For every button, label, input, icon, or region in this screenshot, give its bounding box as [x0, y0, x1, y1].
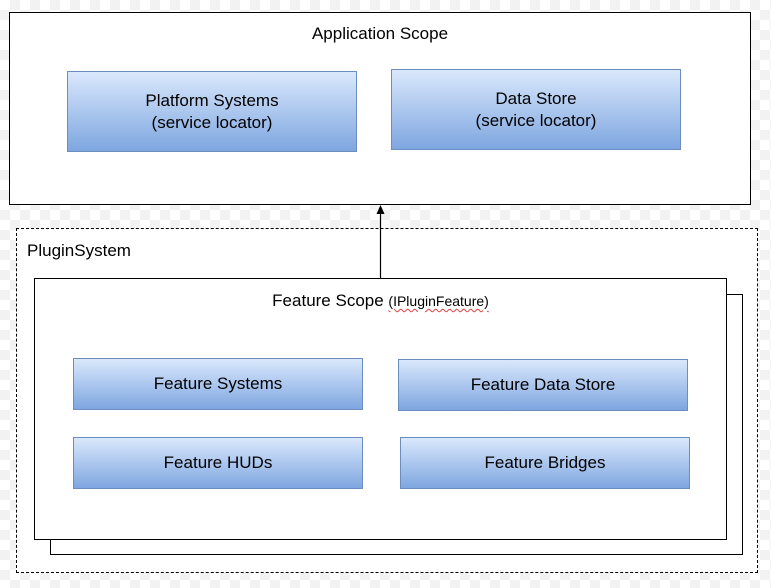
feature-huds-box[interactable]: Feature HUDs [73, 437, 363, 489]
feature-scope-title-text: Feature Scope [272, 291, 384, 310]
feature-data-store-box[interactable]: Feature Data Store [398, 359, 688, 411]
feature-scope-title: Feature Scope (IPluginFeature) [35, 291, 726, 311]
platform-systems-box[interactable]: Platform Systems (service locator) [67, 71, 357, 152]
data-store-sublabel: (service locator) [475, 110, 597, 130]
application-scope-title: Application Scope [311, 24, 449, 43]
feature-systems-label: Feature Systems [153, 374, 283, 393]
data-store-label: Data Store [495, 88, 577, 108]
feature-bridges-label: Feature Bridges [484, 453, 606, 472]
feature-scope-container: Feature Scope (IPluginFeature) Feature S… [34, 278, 727, 540]
feature-data-store-label: Feature Data Store [470, 375, 616, 394]
feature-scope-interface-name: (IPluginFeature) [388, 293, 489, 309]
application-scope-container: Application Scope Platform Systems (serv… [9, 12, 751, 205]
plugin-system-title: PluginSystem [27, 241, 131, 260]
data-store-box[interactable]: Data Store (service locator) [391, 69, 681, 150]
feature-systems-box[interactable]: Feature Systems [73, 358, 363, 410]
platform-systems-label: Platform Systems [145, 90, 279, 110]
feature-huds-label: Feature HUDs [163, 453, 273, 472]
feature-bridges-box[interactable]: Feature Bridges [400, 437, 690, 489]
platform-systems-sublabel: (service locator) [151, 112, 273, 132]
dependency-arrow-head [376, 205, 385, 214]
